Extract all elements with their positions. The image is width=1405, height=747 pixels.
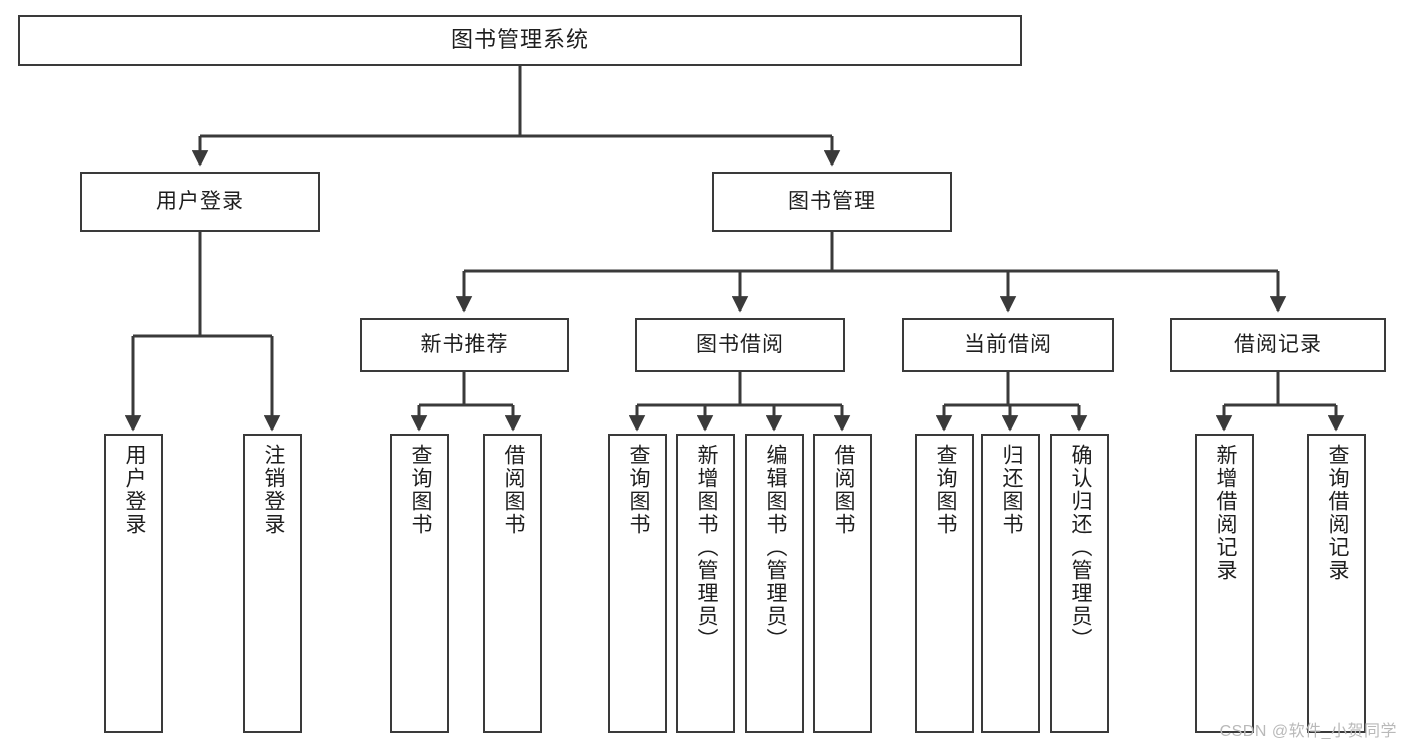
leaf-label: 查询借阅记录 [1325,444,1349,582]
node-label: 用户登录 [156,190,244,214]
node-new-book-recommend[interactable]: 新书推荐 [360,318,569,372]
leaf-borrow-edit-book-admin[interactable]: 编辑图书（管理员） [745,434,804,733]
leaf-label: 借阅图书 [501,444,525,536]
leaf-label: 新增借阅记录 [1213,444,1237,582]
leaf-new-book-query[interactable]: 查询图书 [390,434,449,733]
leaf-label: 确认归还（管理员） [1068,444,1092,651]
leaf-label: 借阅图书 [831,444,855,536]
leaf-user-login-login[interactable]: 用户登录 [104,434,163,733]
leaf-label: 新增图书（管理员） [694,444,718,651]
leaf-label: 查询图书 [933,444,957,536]
leaf-label: 归还图书 [999,444,1023,536]
node-borrow-record[interactable]: 借阅记录 [1170,318,1386,372]
node-root-system[interactable]: 图书管理系统 [18,15,1022,66]
leaf-record-add-record[interactable]: 新增借阅记录 [1195,434,1254,733]
node-current-borrow[interactable]: 当前借阅 [902,318,1114,372]
leaf-borrow-add-book-admin[interactable]: 新增图书（管理员） [676,434,735,733]
node-label: 新书推荐 [420,333,509,357]
leaf-user-login-logout[interactable]: 注销登录 [243,434,302,733]
node-book-management[interactable]: 图书管理 [712,172,952,232]
leaf-current-confirm-return-admin[interactable]: 确认归还（管理员） [1050,434,1109,733]
leaf-new-book-borrow[interactable]: 借阅图书 [483,434,542,733]
node-label: 图书管理 [788,190,876,214]
leaf-label: 用户登录 [122,444,146,536]
leaf-current-query-book[interactable]: 查询图书 [915,434,974,733]
node-label: 图书管理系统 [450,27,589,53]
leaf-borrow-query-book[interactable]: 查询图书 [608,434,667,733]
leaf-label: 查询图书 [626,444,650,536]
leaf-label: 编辑图书（管理员） [763,444,787,651]
csdn-watermark: CSDN @软件_小贺同学 [1219,723,1397,740]
leaf-label: 查询图书 [408,444,432,536]
leaf-label: 注销登录 [261,444,285,536]
node-user-login[interactable]: 用户登录 [80,172,320,232]
node-label: 借阅记录 [1234,333,1322,357]
node-label: 当前借阅 [964,333,1052,357]
leaf-borrow-borrow-book[interactable]: 借阅图书 [813,434,872,733]
leaf-record-query-record[interactable]: 查询借阅记录 [1307,434,1366,733]
node-book-borrow[interactable]: 图书借阅 [635,318,845,372]
node-label: 图书借阅 [696,333,784,357]
leaf-current-return-book[interactable]: 归还图书 [981,434,1040,733]
